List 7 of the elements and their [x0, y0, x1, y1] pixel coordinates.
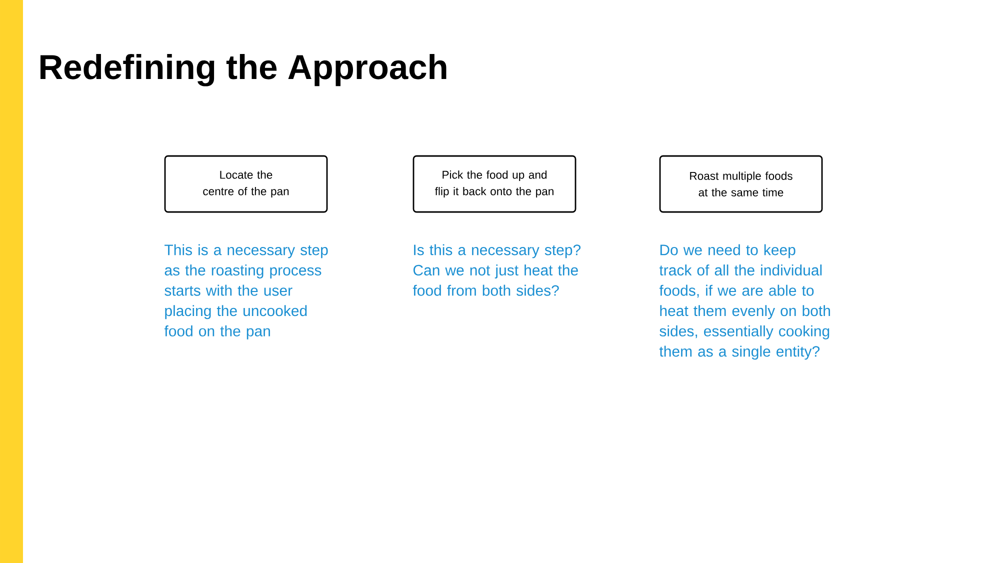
title: Redefining the Approach	[40, 54, 446, 86]
note-text: This is a necessary step as the roasting process starts with the user placing the uncooked food on the pan	[164, 244, 328, 340]
step-box: Roast multiple foods at the same time	[659, 155, 823, 213]
step-box: Pick the food up and flip it back onto the pan	[412, 155, 576, 213]
note-text: Is this a necessary step? Can we not just heat the food from both sides?	[412, 244, 581, 296]
step-box: Locate the centre of the pan	[164, 155, 328, 213]
note-text: Do we need to keep track of all the individual foods, if we are able to heat them evenly on both sides, essentially cooking them as a single entity?	[659, 244, 830, 360]
